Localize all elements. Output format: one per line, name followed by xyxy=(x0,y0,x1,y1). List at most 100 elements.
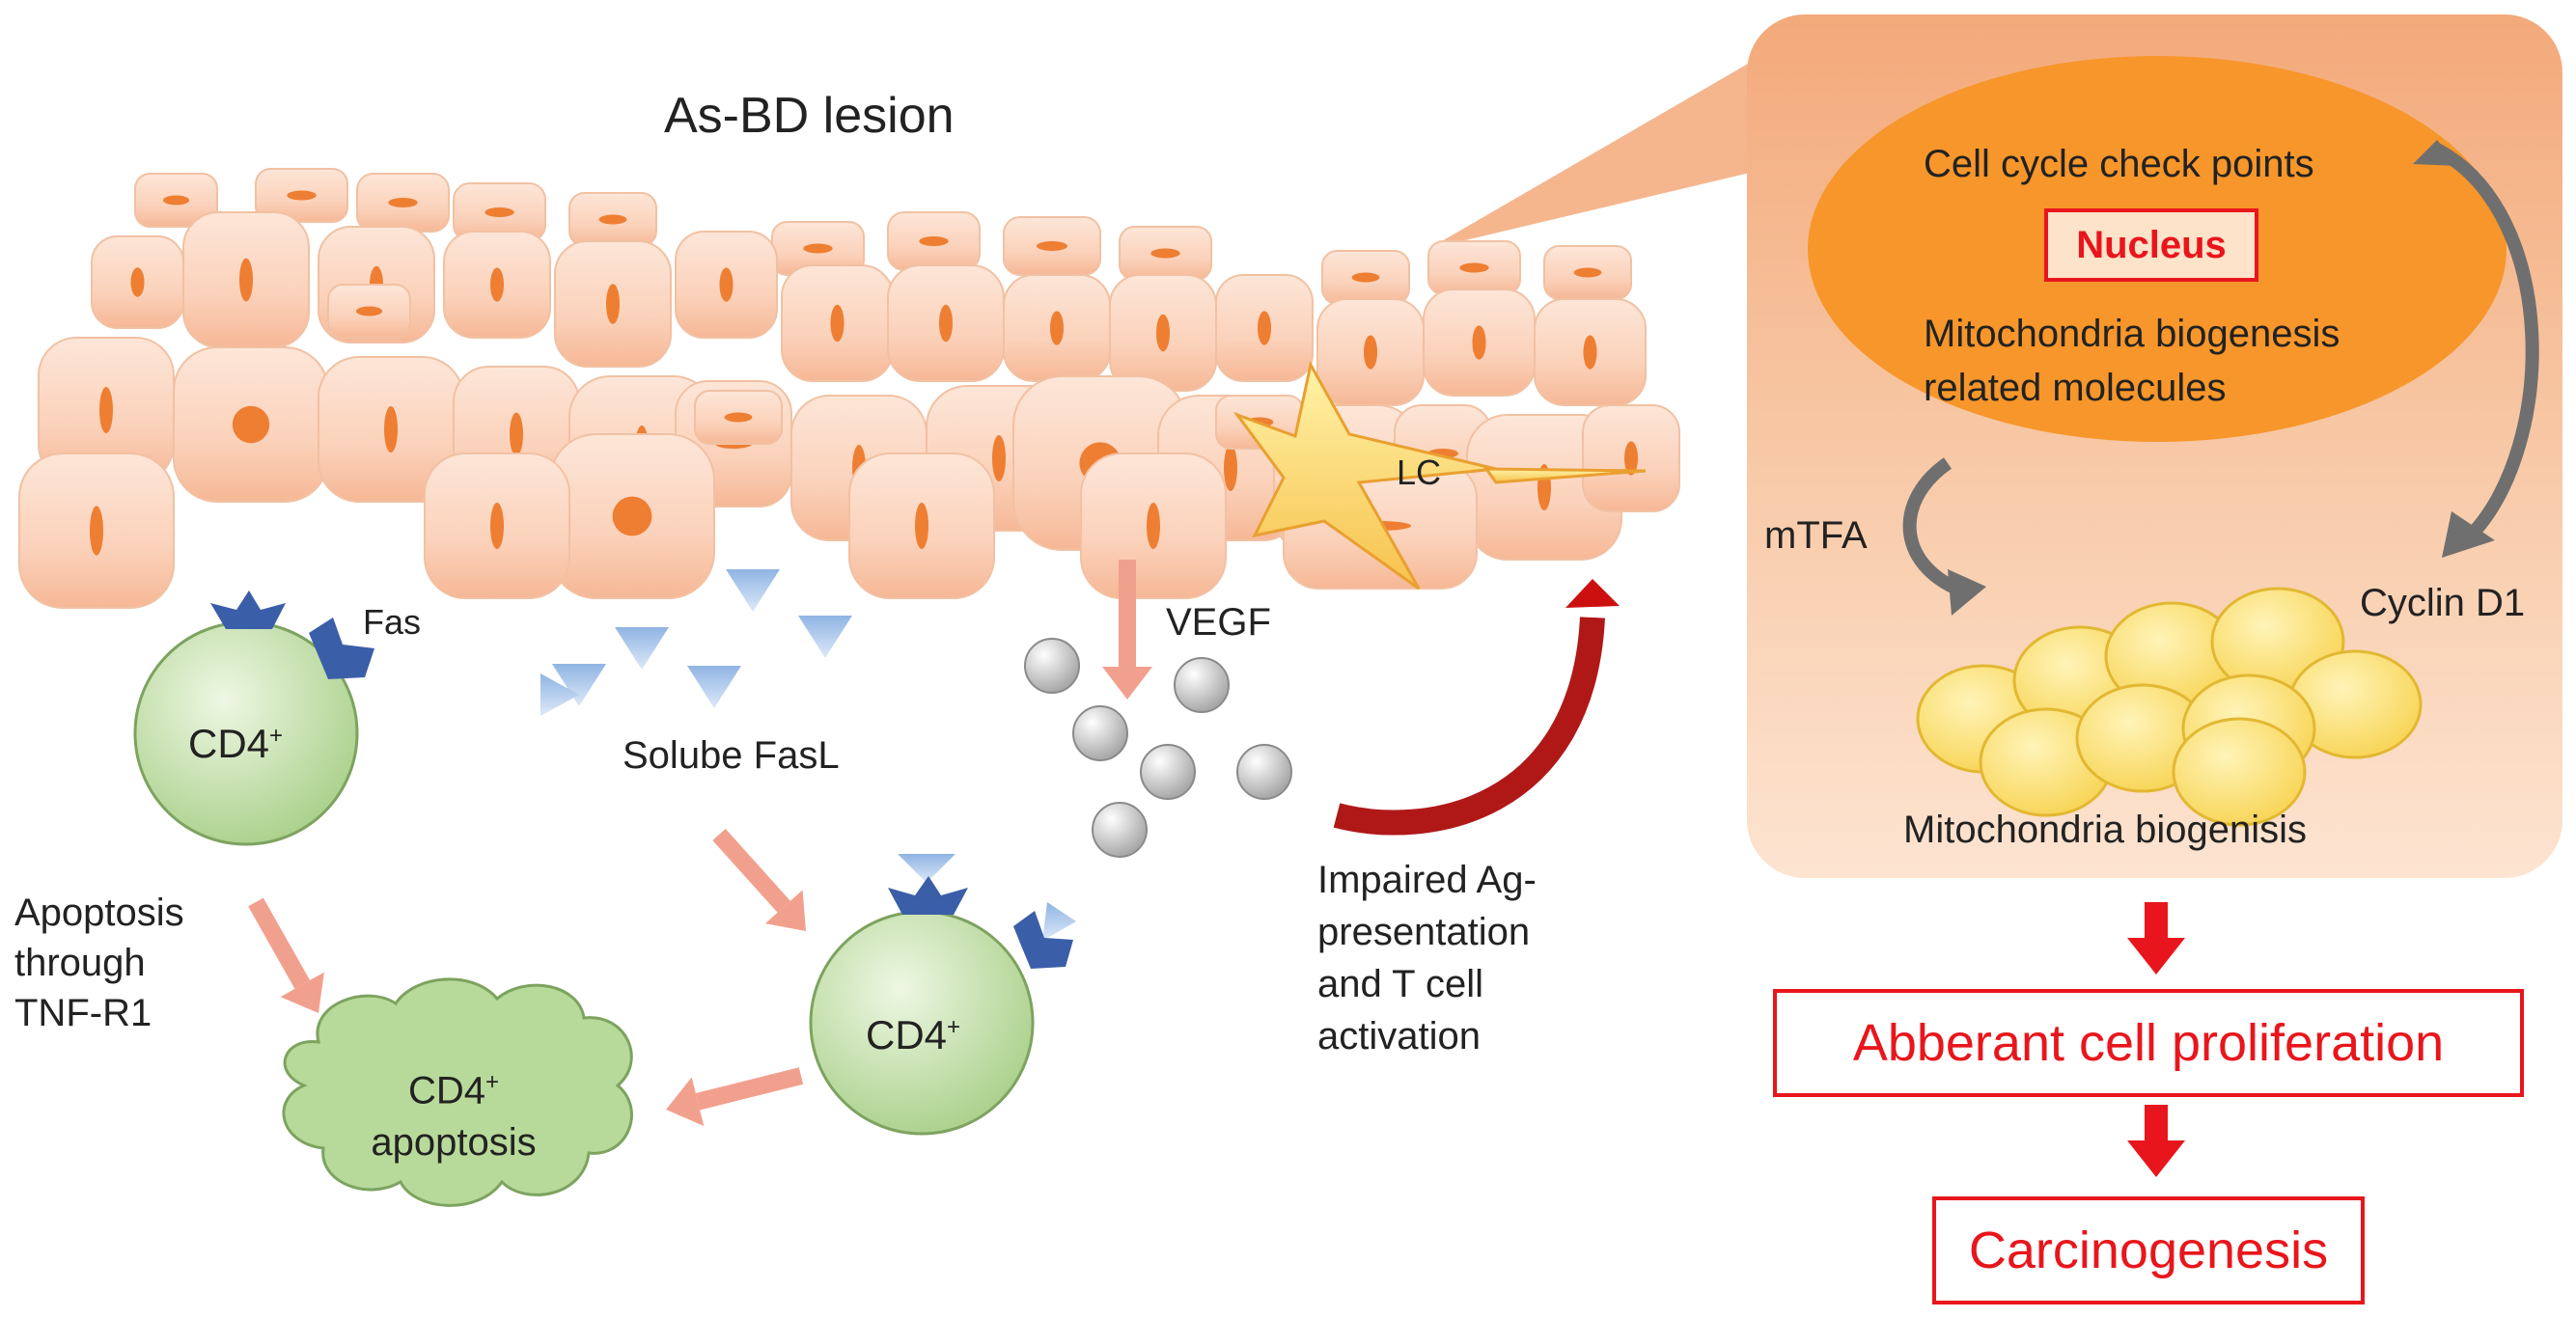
fasl-triangle xyxy=(552,664,606,706)
mito-line1: Mitochondria biogenesis xyxy=(1924,313,2341,355)
impaired-line1: Impaired Ag- xyxy=(1317,859,1537,901)
epithelial-cell xyxy=(255,168,348,223)
epithelial-cell xyxy=(134,173,218,228)
vegf-particle xyxy=(1072,705,1128,761)
cd4-apoptosis-label: CD4+ apoptosis xyxy=(328,1057,579,1168)
cd4-apoptosis-line1: CD4 xyxy=(407,1069,485,1112)
pink-arrow xyxy=(712,828,806,931)
fas-fasl-complex xyxy=(888,854,1076,969)
zoom-inset xyxy=(1428,14,2562,878)
mtfa-arrow-head xyxy=(1948,569,1986,616)
epithelial-cell xyxy=(887,264,1005,382)
fasl-triangle xyxy=(615,627,669,670)
soluble-fasl-label: Solube FasL xyxy=(623,734,840,777)
impaired-line2: presentation xyxy=(1317,911,1531,953)
cd4-top-text: CD4 xyxy=(188,721,270,766)
impaired-line3: and T cell xyxy=(1317,963,1483,1005)
apoptosis-cloud xyxy=(282,977,633,1207)
impaired-arrow-head xyxy=(1565,579,1620,608)
cd4-mid-text: CD4 xyxy=(866,1012,948,1057)
lesion-title: As-BD lesion xyxy=(664,88,955,144)
epithelial-cell xyxy=(1321,250,1410,305)
epithelial-cell xyxy=(424,453,570,599)
epithelial-cell xyxy=(549,433,715,599)
epithelial-cell xyxy=(675,231,778,339)
cd4-top-sup: + xyxy=(269,723,284,749)
epithelial-cell xyxy=(18,453,175,609)
epithelial-cell xyxy=(1003,216,1101,276)
fasl-triangle xyxy=(687,666,741,708)
mitochondrion xyxy=(2172,717,2307,827)
cyclin-arrow-tail xyxy=(2413,140,2459,166)
epithelial-cell xyxy=(848,453,995,599)
pink-arrow xyxy=(666,1067,804,1126)
vegf-particle xyxy=(1140,744,1196,800)
epithelial-cell xyxy=(1423,288,1536,397)
impaired-label: Impaired Ag- presentation and T cell act… xyxy=(1317,854,1537,1062)
vegf-particle xyxy=(1092,802,1148,858)
cd4-mid-label: CD4+ xyxy=(866,1003,960,1059)
mito-molecules-label: Mitochondria biogenesis related molecule… xyxy=(1924,307,2340,415)
cd4-apoptosis-line2: apoptosis xyxy=(371,1121,537,1165)
epithelial-cell xyxy=(327,284,411,339)
mito-line2: related molecules xyxy=(1924,367,2227,409)
cyclin-label: Cyclin D1 xyxy=(2360,582,2526,624)
lc-dendrite xyxy=(1483,467,1647,484)
apoptosis-tnf-line1: Apoptosis xyxy=(14,892,184,934)
epithelial-cell xyxy=(1534,298,1647,406)
lc-label: LC xyxy=(1397,453,1442,492)
nucleus-label-box xyxy=(2044,208,2258,282)
epithelial-cell xyxy=(1427,240,1521,295)
epithelial-cell xyxy=(356,173,450,233)
cd4-top-label: CD4+ xyxy=(188,712,283,768)
impaired-arrow xyxy=(1333,617,1605,836)
fasl-triangle xyxy=(798,616,852,658)
soluble-fasl-triangles xyxy=(540,569,852,716)
cell-cycle-label: Cell cycle check points xyxy=(1924,143,2314,185)
epithelial-cell xyxy=(694,390,783,445)
pink-arrow xyxy=(1102,560,1152,700)
epithelial-cell xyxy=(173,346,329,503)
lc-star-shape xyxy=(1233,360,1497,590)
epithelial-cell xyxy=(1543,245,1632,300)
fas-label: Fas xyxy=(363,602,422,642)
epithelium-cells xyxy=(18,168,1680,609)
apoptosis-tnf-line3: TNF-R1 xyxy=(14,992,152,1034)
apoptosis-tnf-line2: through xyxy=(14,942,146,984)
outcome-arrows xyxy=(2127,902,2185,1177)
proliferation-box: Abberant cell proliferation xyxy=(1773,989,2524,1097)
mito-biogenesis-label: Mitochondria biogenisis xyxy=(1903,809,2308,851)
proliferation-label: Abberant cell proliferation xyxy=(1852,1014,2445,1072)
fas-receptors-top xyxy=(210,590,374,679)
mitochondria-cluster xyxy=(1916,587,2423,827)
fasl-triangle xyxy=(540,673,579,716)
mtfa-label: mTFA xyxy=(1764,514,1868,557)
epithelial-cell xyxy=(554,240,672,368)
carcinogenesis-box: Carcinogenesis xyxy=(1932,1196,2365,1304)
epithelial-cell xyxy=(781,264,894,382)
epithelial-cell xyxy=(887,211,981,271)
apoptosis-tnf-label: Apoptosis through TNF-R1 xyxy=(14,888,184,1038)
epithelial-cell xyxy=(91,235,184,329)
impaired-line4: activation xyxy=(1317,1015,1481,1057)
epithelial-cell xyxy=(1109,274,1217,392)
cd4-mid-sup: + xyxy=(947,1014,961,1040)
epithelial-cell xyxy=(1215,274,1314,382)
epithelial-cell xyxy=(568,192,657,247)
nucleus-label: Nucleus xyxy=(2076,224,2227,266)
carcinogenesis-label: Carcinogenesis xyxy=(1968,1222,2329,1279)
fasl-triangle xyxy=(726,569,780,612)
vegf-particles xyxy=(1024,638,1292,858)
epithelial-cell xyxy=(1003,274,1111,382)
mtfa-arrow xyxy=(1902,457,1972,600)
cyclin-arrow xyxy=(2433,143,2539,540)
vegf-particle xyxy=(1024,638,1080,694)
vegf-particle xyxy=(1236,744,1292,800)
cyclin-arrow-head xyxy=(2442,511,2495,558)
epithelial-cell xyxy=(443,231,551,339)
epithelial-cell xyxy=(1316,298,1425,406)
epithelial-cell xyxy=(1582,404,1680,512)
epithelial-cell xyxy=(1080,453,1227,599)
